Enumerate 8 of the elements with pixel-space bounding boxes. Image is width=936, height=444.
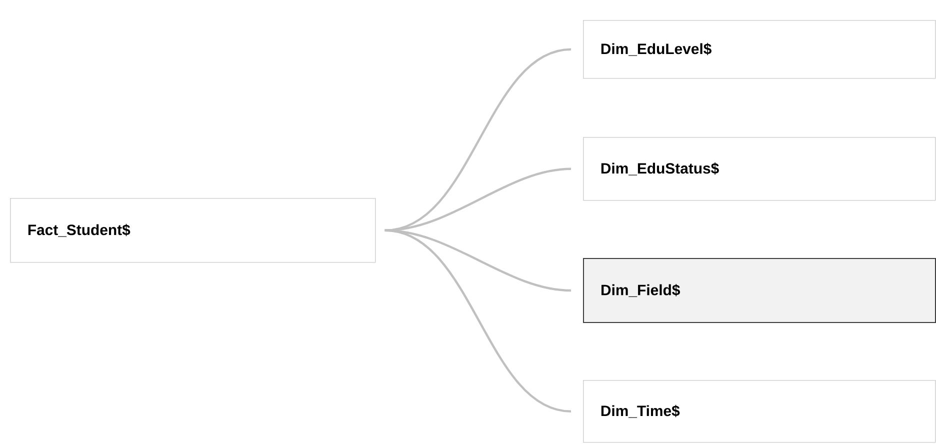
connector-curve [384,229,572,412]
table-box: Dim_EduLevel$ [583,20,936,79]
table-box: Dim_Time$ [583,380,936,443]
table-box: Dim_EduStatus$ [583,137,936,201]
connector-curve [384,48,572,232]
table-box: Dim_Field$ [583,258,936,323]
connector-curve [384,168,572,232]
table-box: Fact_Student$ [10,198,376,263]
